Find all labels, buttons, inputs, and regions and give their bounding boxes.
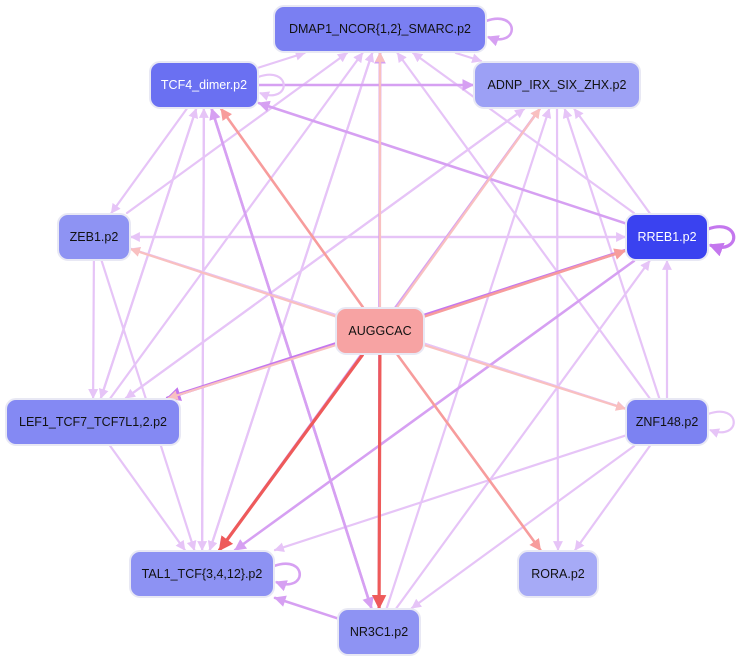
edge-lef1-to-tal1: [109, 444, 186, 552]
svg-text:TCF4_dimer.p2: TCF4_dimer.p2: [161, 78, 247, 92]
self-loop-znf148: [707, 410, 735, 438]
edge-auggcac-to-tal1: [218, 353, 364, 552]
node-nr3c1[interactable]: NR3C1.p2: [337, 608, 421, 656]
node-zeb1[interactable]: ZEB1.p2: [57, 213, 131, 261]
edge-auggcac-to-lef1: [167, 344, 337, 401]
edge-rreb1-to-adnp: [573, 107, 651, 215]
svg-text:ADNP_IRX_SIX_ZHX.p2: ADNP_IRX_SIX_ZHX.p2: [488, 78, 627, 92]
self-loop-tal1: [273, 562, 301, 592]
svg-text:NR3C1.p2: NR3C1.p2: [350, 625, 408, 639]
edge-nr3c1-to-rreb1: [395, 259, 651, 610]
node-layer: DMAP1_NCOR{1,2}_SMARC.p2 TCF4_dimer.p2 A…: [5, 5, 709, 656]
edge-znf148-to-tal1: [273, 434, 627, 553]
self-loop-rreb1: [707, 225, 736, 257]
edge-tcf4-to-zeb1: [110, 107, 188, 215]
svg-text:TAL1_TCF{3,4,12}.p2: TAL1_TCF{3,4,12}.p2: [142, 567, 263, 581]
edge-zeb1-to-lef1: [88, 259, 99, 400]
node-adnp[interactable]: ADNP_IRX_SIX_ZHX.p2: [473, 61, 641, 109]
node-rora[interactable]: RORA.p2: [517, 550, 599, 598]
edge-auggcac-to-rreb1: [423, 248, 627, 318]
svg-text:RREB1.p2: RREB1.p2: [637, 230, 696, 244]
node-auggcac[interactable]: AUGGCAC: [335, 307, 425, 355]
edge-znf148-to-dmap: [396, 51, 651, 400]
edge-auggcac-to-tcf4: [219, 107, 365, 309]
svg-text:ZNF148.p2: ZNF148.p2: [636, 415, 699, 429]
edge-znf148-to-rora: [574, 444, 651, 552]
svg-text:DMAP1_NCOR{1,2}_SMARC.p2: DMAP1_NCOR{1,2}_SMARC.p2: [289, 22, 471, 36]
self-loop-tcf4: [257, 73, 285, 101]
edge-tal1-to-tcf4: [198, 107, 209, 552]
edge-tcf4-to-dmap: [257, 50, 306, 69]
node-lef1[interactable]: LEF1_TCF7_TCF7L1,2.p2: [5, 398, 181, 446]
edge-auggcac-to-zeb1: [129, 247, 337, 318]
edge-dmap-to-adnp: [454, 51, 483, 64]
edge-auggcac-to-rora: [396, 353, 542, 552]
edge-auggcac-to-znf148: [423, 344, 627, 411]
svg-text:AUGGCAC: AUGGCAC: [348, 324, 411, 338]
edge-lef1-to-dmap: [109, 51, 364, 400]
edge-auggcac-to-nr3c1: [371, 353, 387, 610]
node-znf148[interactable]: ZNF148.p2: [625, 398, 709, 446]
svg-text:RORA.p2: RORA.p2: [531, 567, 585, 581]
edge-rreb1-to-tcf4: [257, 100, 627, 225]
node-rreb1[interactable]: RREB1.p2: [625, 213, 709, 261]
node-tal1[interactable]: TAL1_TCF{3,4,12}.p2: [129, 550, 275, 598]
node-dmap[interactable]: DMAP1_NCOR{1,2}_SMARC.p2: [273, 5, 487, 53]
svg-text:LEF1_TCF7_TCF7L1,2.p2: LEF1_TCF7_TCF7L1,2.p2: [19, 415, 167, 429]
edge-adnp-to-rora: [553, 107, 563, 552]
edge-nr3c1-to-tal1: [273, 595, 339, 620]
svg-text:ZEB1.p2: ZEB1.p2: [70, 230, 119, 244]
edge-auggcac-to-adnp: [396, 107, 541, 309]
self-loop-dmap: [485, 17, 513, 47]
node-tcf4[interactable]: TCF4_dimer.p2: [149, 61, 259, 109]
self-loop-layer: [257, 17, 736, 592]
